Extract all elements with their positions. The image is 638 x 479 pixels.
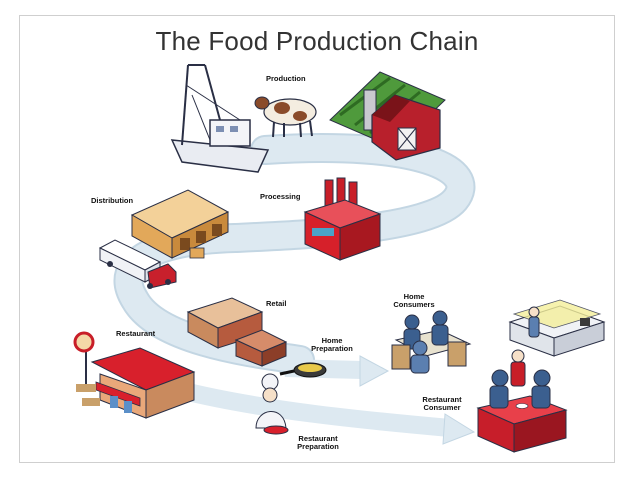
label-restaurant-preparation-line2: Preparation	[297, 442, 339, 451]
label-home-consumers: Home Consumers	[392, 293, 436, 309]
label-processing: Processing	[260, 192, 301, 201]
label-home-preparation: Home Preparation	[308, 337, 356, 353]
label-restaurant-preparation-line1: Restaurant	[298, 434, 338, 443]
label-distribution: Distribution	[91, 196, 134, 205]
farm-barn-icon	[329, 71, 446, 161]
label-home-consumers-line1: Home	[403, 292, 425, 301]
home-preparation-pan-icon	[279, 362, 327, 378]
restaurant-building-icon	[73, 331, 196, 419]
label-restaurant-preparation: Restaurant Preparation	[292, 435, 344, 451]
restaurant-consumer-icon	[476, 349, 568, 453]
cow-icon	[254, 96, 317, 138]
label-production: Production	[266, 74, 306, 83]
label-home-consumers-line2: Consumers	[393, 300, 435, 309]
label-restaurant-consumer: Restaurant Consumer	[418, 396, 466, 412]
flow-path	[113, 133, 476, 375]
warehouse-icon	[130, 189, 230, 259]
arrow-to-restaurant-consumer	[177, 381, 476, 445]
home-consumers-icon	[391, 310, 472, 374]
boat-icon	[170, 64, 270, 173]
factory-icon	[303, 177, 382, 261]
label-retail: Retail	[266, 299, 287, 308]
label-restaurant-consumer-line1: Restaurant	[422, 395, 462, 404]
chef-icon	[255, 373, 289, 435]
diagram-title: The Food Production Chain	[155, 26, 479, 56]
label-restaurant-consumer-line2: Consumer	[423, 403, 461, 412]
label-home-preparation-line2: Preparation	[311, 344, 353, 353]
truck-icon	[98, 239, 177, 289]
label-home-preparation-line1: Home	[321, 336, 343, 345]
label-restaurant: Restaurant	[116, 329, 156, 338]
buffet-counter-icon	[508, 299, 606, 357]
retail-store-icon	[186, 297, 288, 367]
